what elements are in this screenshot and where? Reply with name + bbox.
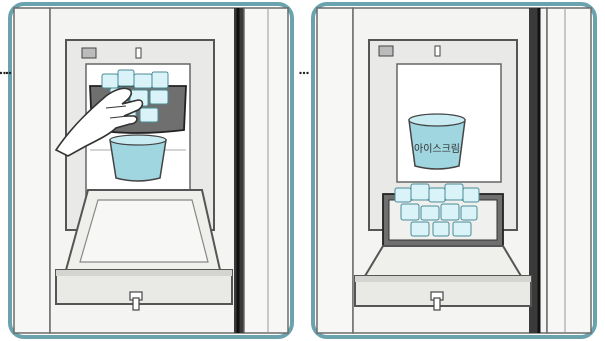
step-connector [299, 71, 309, 75]
illustration-left [6, 0, 296, 341]
cup-label: 아이스크림 [414, 143, 460, 155]
fridge-door-right [547, 8, 591, 333]
fridge-door-left [14, 8, 50, 333]
illustration-right: 아이스크림 [309, 0, 599, 341]
step-panel-remove-bucket [6, 0, 296, 341]
fridge-door-left [317, 8, 353, 333]
dispenser-door [365, 246, 521, 276]
step-connector [0, 71, 6, 75]
fridge-door-right [244, 8, 288, 333]
step-panel-replace-bucket: 아이스크림 [309, 0, 599, 341]
ice-cream-cup [110, 140, 166, 181]
